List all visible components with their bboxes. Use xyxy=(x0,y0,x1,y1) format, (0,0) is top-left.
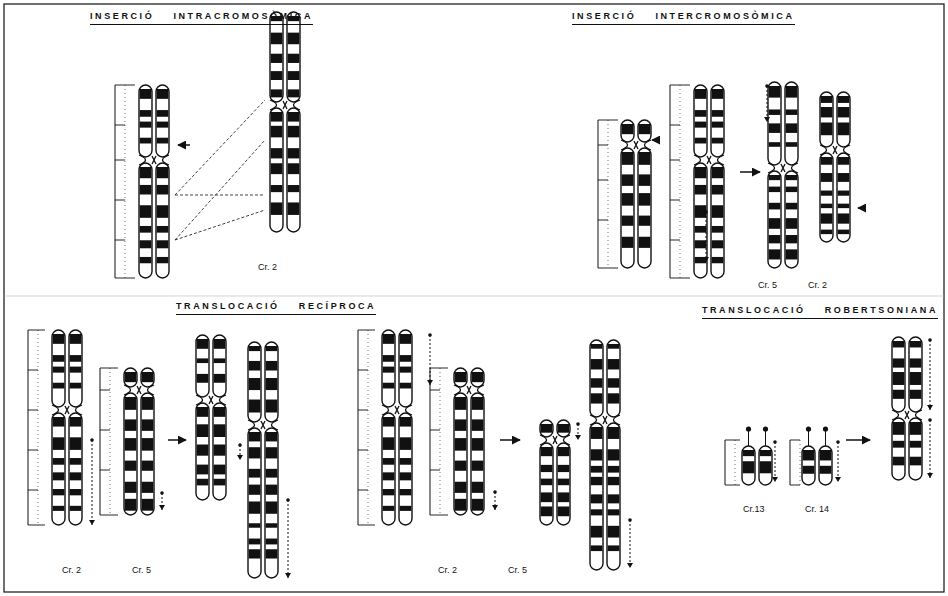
chromosome-label: Cr. 5 xyxy=(508,566,527,576)
section-heading: TRANSLOCACIÓ RECÍPROCA xyxy=(176,302,376,315)
segment-marker xyxy=(772,440,778,482)
dashed-guide xyxy=(175,140,265,240)
chromosome-label: Cr.13 xyxy=(743,505,765,515)
dashed-guide xyxy=(175,195,265,196)
chromosome xyxy=(124,368,154,515)
chromosome xyxy=(52,330,82,525)
segment-marker xyxy=(492,490,498,510)
chromosome xyxy=(196,335,226,500)
chromosome xyxy=(382,330,412,525)
segment-marker xyxy=(927,338,933,410)
chromosome xyxy=(270,12,300,232)
chromosome-label: Cr. 2 xyxy=(62,566,81,576)
chromosome xyxy=(768,82,798,268)
segment-marker xyxy=(285,498,291,578)
segment-marker xyxy=(927,418,933,478)
chromosome-label: Cr. 5 xyxy=(758,281,777,291)
segment-marker xyxy=(159,491,165,510)
scale-ruler xyxy=(115,85,135,278)
chromosome xyxy=(139,85,169,278)
segment-marker xyxy=(764,84,770,122)
segment-marker xyxy=(89,438,95,525)
section-heading: TRANSLOCACIÓ ROBERTSONIANA xyxy=(702,306,938,319)
chromosome xyxy=(621,120,651,268)
chromosome xyxy=(802,426,832,485)
chromosome-label: Cr. 14 xyxy=(805,505,829,515)
chromosome-label: Cr. 2 xyxy=(258,263,277,273)
chromosome xyxy=(694,85,724,278)
segment-marker xyxy=(835,440,841,482)
pointer-arrow xyxy=(652,139,660,141)
scale-ruler xyxy=(725,440,740,485)
chromosome-label: Cr. 2 xyxy=(808,281,827,291)
dashed-guide xyxy=(175,210,265,240)
scale-ruler xyxy=(100,368,118,515)
scale-ruler xyxy=(430,368,448,515)
segment-marker xyxy=(237,443,243,460)
transform-arrow xyxy=(846,439,870,441)
chromosome-label: Cr. 2 xyxy=(438,566,457,576)
dashed-guide xyxy=(175,100,265,195)
section-heading: INSERCIÓ INTERCROMOSÒMICA xyxy=(572,12,795,25)
scale-ruler xyxy=(790,440,800,485)
chromosome xyxy=(742,426,772,485)
chromosome xyxy=(820,92,850,242)
transform-arrow xyxy=(500,439,520,441)
transform-arrow xyxy=(740,171,760,173)
chromosome xyxy=(540,420,570,525)
chromosome xyxy=(248,342,278,578)
scale-ruler xyxy=(28,330,45,525)
segment-marker xyxy=(627,518,633,568)
chromosome xyxy=(454,368,484,515)
segment-marker xyxy=(703,210,709,262)
transform-arrow xyxy=(168,439,186,441)
chromosome xyxy=(892,337,922,480)
pointer-arrow xyxy=(858,207,866,209)
section-heading: INSERCIÓ INTRACROMOSÒMICA xyxy=(90,12,313,25)
scale-ruler xyxy=(670,85,690,278)
segment-marker xyxy=(575,422,581,440)
chromosome-label: Cr. 5 xyxy=(132,566,151,576)
scale-ruler xyxy=(598,120,618,268)
divider xyxy=(4,296,944,297)
frame xyxy=(4,4,944,592)
scale-ruler xyxy=(358,330,375,525)
chromosome xyxy=(590,340,620,570)
pointer-arrow xyxy=(178,144,190,146)
